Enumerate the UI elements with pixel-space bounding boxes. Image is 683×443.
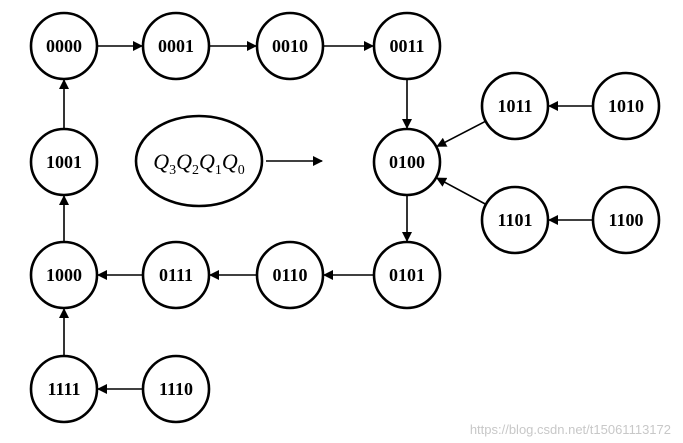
state-node-1101: 1101 [480,185,550,255]
state-circle [372,127,442,197]
transition-arrow-1101-to-0100 [436,177,487,206]
state-label: 1101 [497,210,532,230]
transition-arrow-1011-to-0100 [436,120,487,148]
state-circle [141,11,211,81]
legend-var-q0: Q [222,149,238,174]
state-node-0001: 0001 [141,11,211,81]
state-node-1000: 1000 [29,240,99,310]
state-circle [591,185,661,255]
state-circle [29,11,99,81]
state-node-1011: 1011 [480,71,550,141]
state-label: 1100 [608,210,643,230]
state-circle [255,11,325,81]
state-node-0110: 0110 [255,240,325,310]
state-label: 1011 [497,96,532,116]
state-circle [29,127,99,197]
state-node-1001: 1001 [29,127,99,197]
legend-ellipse [134,114,264,208]
state-label: 1111 [47,379,80,399]
state-node-0101: 0101 [372,240,442,310]
state-circle [29,240,99,310]
state-node-1111: 1111 [29,354,99,424]
state-label: 0110 [272,265,307,285]
legend-sub-2: 2 [192,163,199,178]
state-circle [480,185,550,255]
state-label: 1001 [46,152,82,172]
legend-label: Q3Q2Q1Q0 [153,149,245,178]
legend-sub-0: 0 [238,163,245,178]
state-circle [255,240,325,310]
legend-var-q2: Q [176,149,192,174]
state-node-1100: 1100 [591,185,661,255]
state-node-0000: 0000 [29,11,99,81]
state-circle [372,240,442,310]
state-label: 0000 [46,36,82,56]
state-circle [29,354,99,424]
state-label: 0111 [159,265,193,285]
state-node-0100: 0100 [372,127,442,197]
state-label: 1110 [159,379,193,399]
state-circle [141,240,211,310]
watermark: https://blog.csdn.net/t15061113172 [469,422,671,437]
state-node-0010: 0010 [255,11,325,81]
legend-sub-3: 3 [169,163,176,178]
state-node-0011: 0011 [372,11,442,81]
state-node-0111: 0111 [141,240,211,310]
state-label: 0101 [389,265,425,285]
state-label: 0100 [389,152,425,172]
state-label: 0010 [272,36,308,56]
legend-sub-1: 1 [215,163,222,178]
state-circle [480,71,550,141]
transitions [59,41,593,394]
state-circle [372,11,442,81]
state-node-1010: 1010 [591,71,661,141]
state-label: 1010 [608,96,644,116]
state-circle [141,354,211,424]
state-label: 0011 [389,36,424,56]
state-label: 1000 [46,265,82,285]
legend-var-q3: Q [153,149,169,174]
legend-var-q1: Q [199,149,215,174]
state-circle [591,71,661,141]
state-label: 0001 [158,36,194,56]
legend: Q3Q2Q1Q0 [134,114,323,208]
state-node-1110: 1110 [141,354,211,424]
